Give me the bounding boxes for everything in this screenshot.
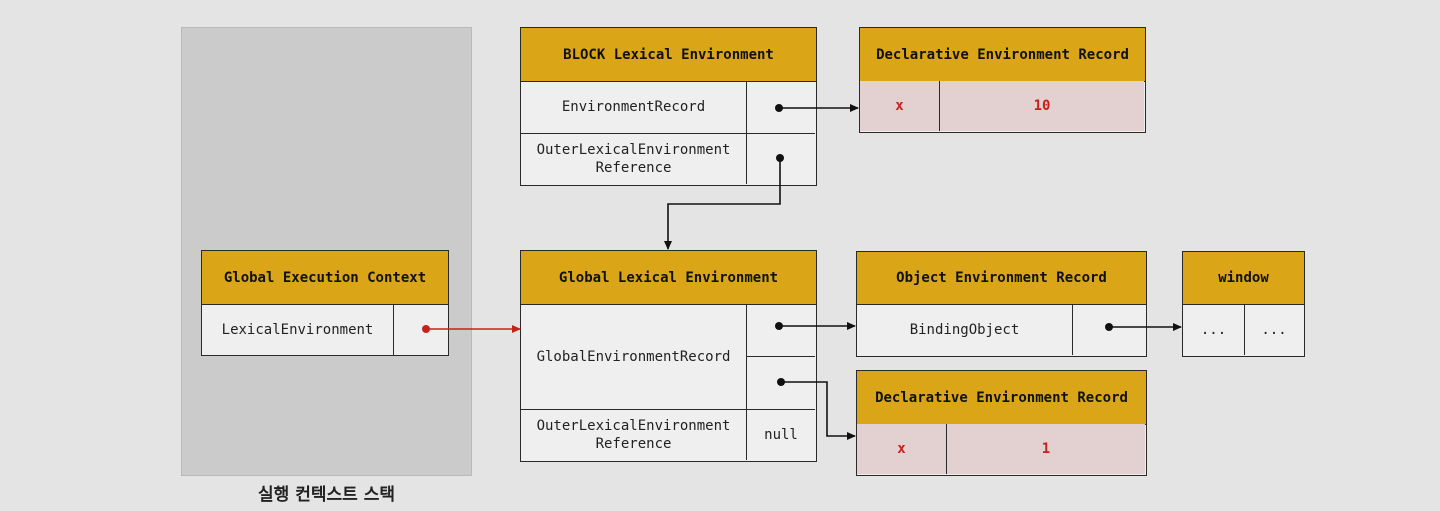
- lexical-environment-arrow: [422, 325, 521, 333]
- global-lexical-environment-title: Global Lexical Environment: [521, 251, 816, 305]
- binding-object-pointer-cell: [1072, 304, 1145, 355]
- global-outer-reference-null: null: [746, 409, 815, 460]
- declarative-record-arrow: [777, 378, 856, 440]
- object-environment-record-box: Object Environment Record BindingObject: [856, 251, 1147, 357]
- window-property-cell: ...: [1244, 304, 1303, 355]
- global-execution-context-box: Global Execution Context LexicalEnvironm…: [201, 250, 449, 356]
- block-outer-reference-arrow: [664, 154, 784, 250]
- binding-object-arrow: [1105, 323, 1182, 331]
- global-lexical-environment-box: Global Lexical Environment GlobalEnviron…: [520, 250, 817, 462]
- object-record-pointer-cell: [746, 304, 815, 356]
- global-outer-reference-label: OuterLexicalEnvironment Reference: [521, 409, 746, 460]
- declarative-record-pointer-cell: [746, 356, 815, 409]
- global-declarative-record-box: Declarative Environment Record x 1: [856, 370, 1147, 476]
- lexical-environment-label: LexicalEnvironment: [221, 321, 374, 338]
- block-declarative-record-box: Declarative Environment Record x 10: [859, 27, 1146, 133]
- global-environment-record-label: GlobalEnvironmentRecord: [536, 348, 731, 365]
- block-outer-reference-label: OuterLexicalEnvironment Reference: [521, 133, 746, 184]
- stack-caption: 실행 컨텍스트 스택: [258, 485, 395, 505]
- block-outer-reference-pointer-cell: [746, 133, 815, 184]
- global-record-name-x: x: [857, 424, 946, 474]
- window-object-title: window: [1183, 252, 1304, 305]
- block-lexical-environment-title: BLOCK Lexical Environment: [521, 28, 816, 82]
- object-record-arrow: [775, 322, 856, 330]
- window-property-cell: ...: [1200, 321, 1227, 338]
- lexical-environment-pointer-cell: [393, 304, 447, 355]
- binding-object-label: BindingObject: [909, 321, 1020, 338]
- block-declarative-record-title: Declarative Environment Record: [860, 28, 1145, 82]
- block-record-value: 10: [939, 81, 1144, 131]
- window-object-box: window ... ...: [1182, 251, 1305, 357]
- block-record-name-x: x: [860, 81, 939, 131]
- global-record-value: 1: [946, 424, 1145, 474]
- object-environment-record-title: Object Environment Record: [857, 252, 1146, 305]
- block-environment-record-pointer-cell: [746, 81, 815, 133]
- block-environment-record-label: EnvironmentRecord: [561, 99, 706, 115]
- block-lexical-environment-box: BLOCK Lexical Environment EnvironmentRec…: [520, 27, 817, 186]
- global-execution-context-title: Global Execution Context: [202, 251, 448, 305]
- block-environment-record-arrow: [775, 104, 859, 112]
